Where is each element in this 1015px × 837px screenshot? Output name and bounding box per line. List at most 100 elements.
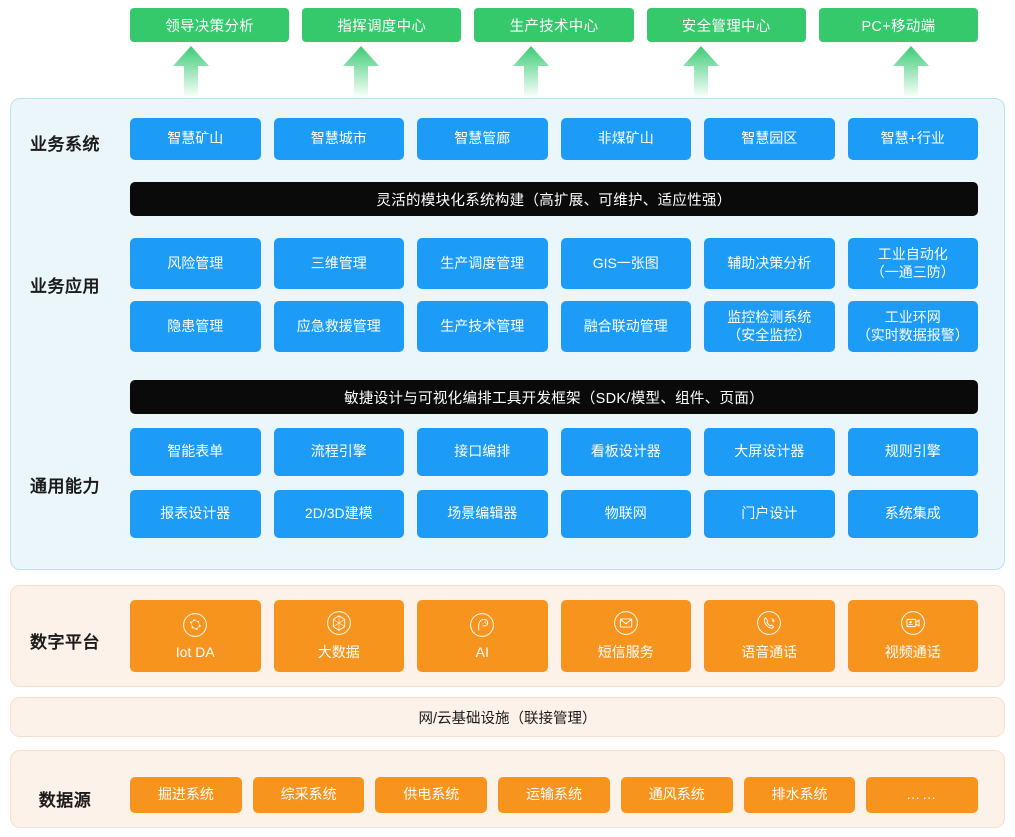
business-app-card[interactable]: 应急救援管理 — [273, 301, 404, 352]
business-app-card[interactable]: 生产调度管理 — [417, 238, 548, 289]
up-arrow-icon — [513, 46, 549, 98]
top-target-box[interactable]: 指挥调度中心 — [302, 8, 462, 42]
digital-platform-card[interactable]: 语音通话 — [704, 600, 835, 672]
card-label: 掘进系统 — [157, 786, 214, 803]
card-sublabel: （实时数据报警） — [856, 326, 969, 343]
business-app-card[interactable]: 工业自动化 （一通三防） — [847, 238, 978, 289]
business-system-card[interactable]: 智慧+行业 — [847, 118, 978, 160]
general-capability-card[interactable]: 物联网 — [560, 490, 691, 538]
data-source-card[interactable]: 排水系统 — [743, 777, 856, 813]
digital-platform-card[interactable]: 视频通话 — [847, 600, 978, 672]
business-app-card[interactable]: 工业环网 （实时数据报警） — [847, 301, 978, 352]
banner-label: 敏捷设计与可视化编排工具开发框架（SDK/模型、组件、页面） — [344, 390, 764, 407]
sms-envelope-icon — [613, 611, 638, 635]
general-capability-card[interactable]: 流程引擎 — [273, 428, 404, 476]
video-call-icon — [900, 611, 925, 635]
digital-platform-row: Iot DA 大数据 AI AI 短信服务 — [130, 600, 978, 672]
general-capability-row-1: 智能表单 流程引擎 接口编排 看板设计器 大屏设计器 规则引擎 — [130, 428, 978, 476]
card-label: 智慧园区 — [741, 130, 798, 147]
up-arrow-icon — [683, 46, 719, 98]
card-label: 接口编排 — [454, 443, 511, 460]
business-system-card[interactable]: 智慧矿山 — [130, 118, 261, 160]
business-system-card[interactable]: 智慧园区 — [704, 118, 835, 160]
business-system-card[interactable]: 智慧管廊 — [417, 118, 548, 160]
card-label: 智慧管廊 — [454, 130, 511, 147]
svg-text:AI: AI — [483, 620, 488, 626]
data-source-card[interactable]: 掘进系统 — [130, 777, 242, 813]
business-app-card[interactable]: 风险管理 — [130, 238, 261, 289]
layer-label-general-capability: 通用能力 — [30, 477, 100, 496]
general-capability-card[interactable]: 规则引擎 — [847, 428, 978, 476]
banner-label: 灵活的模块化系统构建（高扩展、可维护、适应性强） — [376, 192, 732, 209]
business-app-card[interactable]: 隐患管理 — [130, 301, 261, 352]
card-label: 辅助决策分析 — [727, 254, 812, 271]
data-source-card[interactable]: 供电系统 — [375, 777, 488, 813]
card-label: AI — [475, 644, 489, 660]
top-target-box[interactable]: PC+移动端 — [818, 8, 979, 42]
business-app-card[interactable]: 辅助决策分析 — [704, 238, 835, 289]
card-label: 风险管理 — [167, 254, 224, 271]
card-label: 智慧+行业 — [880, 130, 945, 147]
agile-framework-banner: 敏捷设计与可视化编排工具开发框架（SDK/模型、组件、页面） — [130, 380, 978, 414]
general-capability-card[interactable]: 看板设计器 — [560, 428, 691, 476]
card-label: 大屏设计器 — [734, 443, 805, 460]
general-capability-card[interactable]: 大屏设计器 — [704, 428, 835, 476]
general-capability-card[interactable]: 系统集成 — [847, 490, 978, 538]
data-source-card[interactable]: 运输系统 — [498, 777, 610, 813]
digital-platform-card[interactable]: 大数据 — [273, 600, 404, 672]
top-target-box[interactable]: 领导决策分析 — [130, 8, 290, 42]
card-label: 通风系统 — [648, 786, 705, 803]
card-label: 应急救援管理 — [296, 317, 381, 334]
big-data-icon — [326, 611, 351, 635]
business-app-card[interactable]: 三维管理 — [273, 238, 404, 289]
card-label: 视频通话 — [884, 644, 941, 660]
card-label: Iot DA — [175, 644, 215, 660]
general-capability-card[interactable]: 2D/3D建模 — [273, 490, 404, 538]
card-label: 智慧矿山 — [167, 130, 224, 147]
card-label: 2D/3D建模 — [304, 505, 373, 522]
ai-icon: AI — [470, 613, 495, 637]
business-app-card[interactable]: 融合联动管理 — [560, 301, 691, 352]
business-app-row-2: 隐患管理 应急救援管理 生产技术管理 融合联动管理 监控检测系统 （安全监控） … — [130, 301, 978, 352]
layer-label-business-app: 业务应用 — [30, 277, 100, 296]
digital-platform-card[interactable]: 短信服务 — [560, 600, 691, 672]
card-label: 报表设计器 — [160, 505, 231, 522]
data-source-card[interactable]: 综采系统 — [252, 777, 365, 813]
general-capability-card[interactable]: 场景编辑器 — [417, 490, 548, 538]
layer-label-business-system: 业务系统 — [30, 135, 100, 154]
data-source-row: 掘进系统 综采系统 供电系统 运输系统 通风系统 排水系统 …… — [130, 777, 979, 813]
business-system-card[interactable]: 智慧城市 — [273, 118, 404, 160]
top-target-box[interactable]: 生产技术中心 — [474, 8, 634, 42]
card-label: 供电系统 — [403, 786, 460, 803]
general-capability-card[interactable]: 智能表单 — [130, 428, 261, 476]
card-sublabel: （安全监控） — [727, 326, 812, 343]
network-infrastructure-text: 网/云基础设施（联接管理） — [418, 710, 597, 727]
data-source-card[interactable]: 通风系统 — [620, 777, 733, 813]
card-label: 规则引擎 — [884, 443, 941, 460]
business-app-card[interactable]: 监控检测系统 （安全监控） — [704, 301, 835, 352]
general-capability-card[interactable]: 报表设计器 — [130, 490, 261, 538]
business-app-card[interactable]: 生产技术管理 — [417, 301, 548, 352]
card-label: GIS一张图 — [592, 254, 659, 271]
card-label: 生产技术管理 — [440, 317, 525, 334]
card-label: 隐患管理 — [167, 317, 224, 334]
card-label: 三维管理 — [310, 254, 367, 271]
general-capability-card[interactable]: 门户设计 — [704, 490, 835, 538]
top-target-box[interactable]: 安全管理中心 — [646, 8, 806, 42]
business-system-card[interactable]: 非煤矿山 — [560, 118, 691, 160]
business-system-row: 智慧矿山 智慧城市 智慧管廊 非煤矿山 智慧园区 智慧+行业 — [130, 118, 978, 160]
network-infrastructure-panel — [10, 697, 1005, 737]
card-label: 大数据 — [317, 644, 360, 660]
card-label: 综采系统 — [280, 786, 337, 803]
card-label: 语音通话 — [741, 644, 798, 660]
digital-platform-card[interactable]: Iot DA — [130, 600, 261, 672]
network-infrastructure-label: 网/云基础设施（联接管理） — [0, 697, 1015, 737]
card-label: 运输系统 — [526, 786, 583, 803]
card-label: 看板设计器 — [590, 443, 661, 460]
data-source-card[interactable]: …… — [866, 777, 979, 813]
card-label: 生产调度管理 — [440, 254, 525, 271]
digital-platform-card[interactable]: AI AI — [417, 600, 548, 672]
general-capability-card[interactable]: 接口编排 — [417, 428, 548, 476]
business-app-card[interactable]: GIS一张图 — [560, 238, 691, 289]
